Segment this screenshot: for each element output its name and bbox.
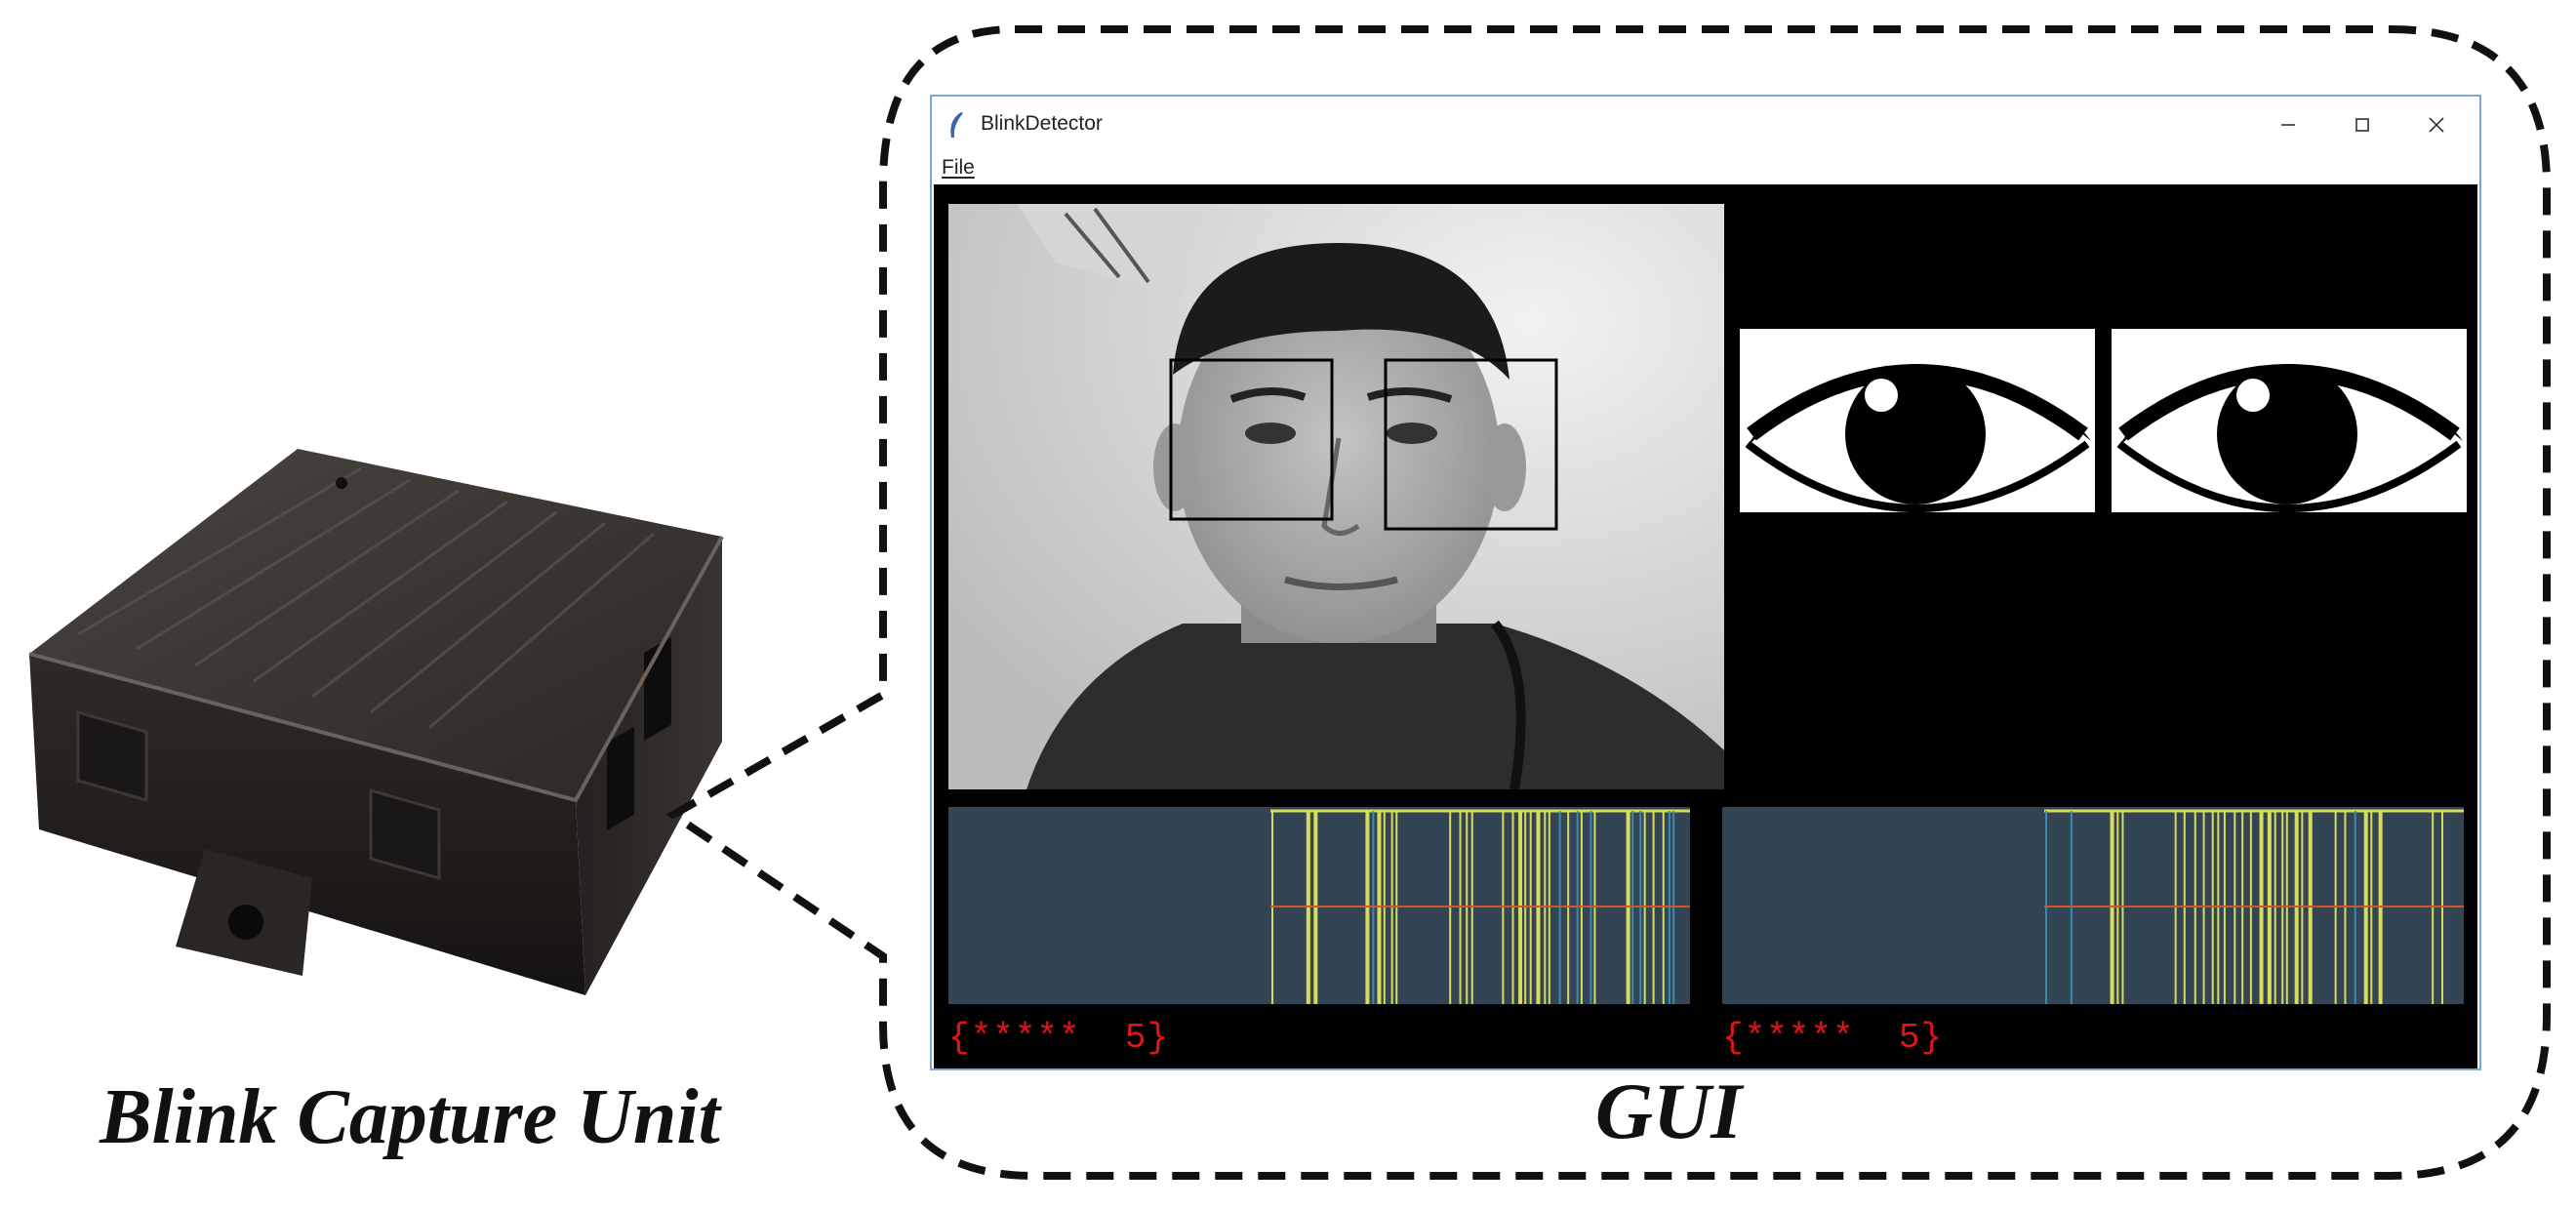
right-eye-signal-plot: [1722, 807, 2464, 1004]
left-blink-count: 5}: [1124, 1018, 1170, 1058]
blink-detector-window: BlinkDetector File: [930, 95, 2481, 1070]
blink-capture-unit-caption: Blink Capture Unit: [100, 1074, 720, 1160]
left-eye-signal-plot: [948, 807, 1690, 1004]
minimize-button[interactable]: [2253, 102, 2323, 147]
eye-open-icon: [2116, 364, 2463, 512]
left-blink-counter: {***** 5}: [948, 1018, 1169, 1058]
right-eye-state: [2112, 329, 2467, 512]
maximize-button[interactable]: [2327, 102, 2397, 147]
camera-feed: [948, 204, 1724, 789]
close-button[interactable]: [2401, 102, 2472, 147]
menu-bar: File: [932, 153, 2479, 184]
feather-app-icon: [950, 112, 963, 138]
title-bar[interactable]: BlinkDetector: [932, 97, 2479, 153]
window-title: BlinkDetector: [981, 112, 1103, 135]
right-blink-count: 5}: [1898, 1018, 1944, 1058]
close-icon: [2429, 117, 2444, 133]
left-blink-stars: {*****: [948, 1018, 1081, 1058]
menu-file[interactable]: File: [942, 156, 975, 179]
detector-canvas: {***** 5} {***** 5}: [934, 184, 2477, 1068]
minimize-icon: [2281, 124, 2295, 126]
maximize-icon: [2355, 118, 2369, 132]
blink-capture-unit-photo: [28, 449, 724, 995]
left-eye-state: [1740, 329, 2095, 512]
eye-open-icon: [1745, 364, 2091, 512]
right-blink-counter: {***** 5}: [1722, 1018, 1943, 1058]
right-blink-stars: {*****: [1722, 1018, 1855, 1058]
gui-caption: GUI: [1594, 1067, 1743, 1155]
